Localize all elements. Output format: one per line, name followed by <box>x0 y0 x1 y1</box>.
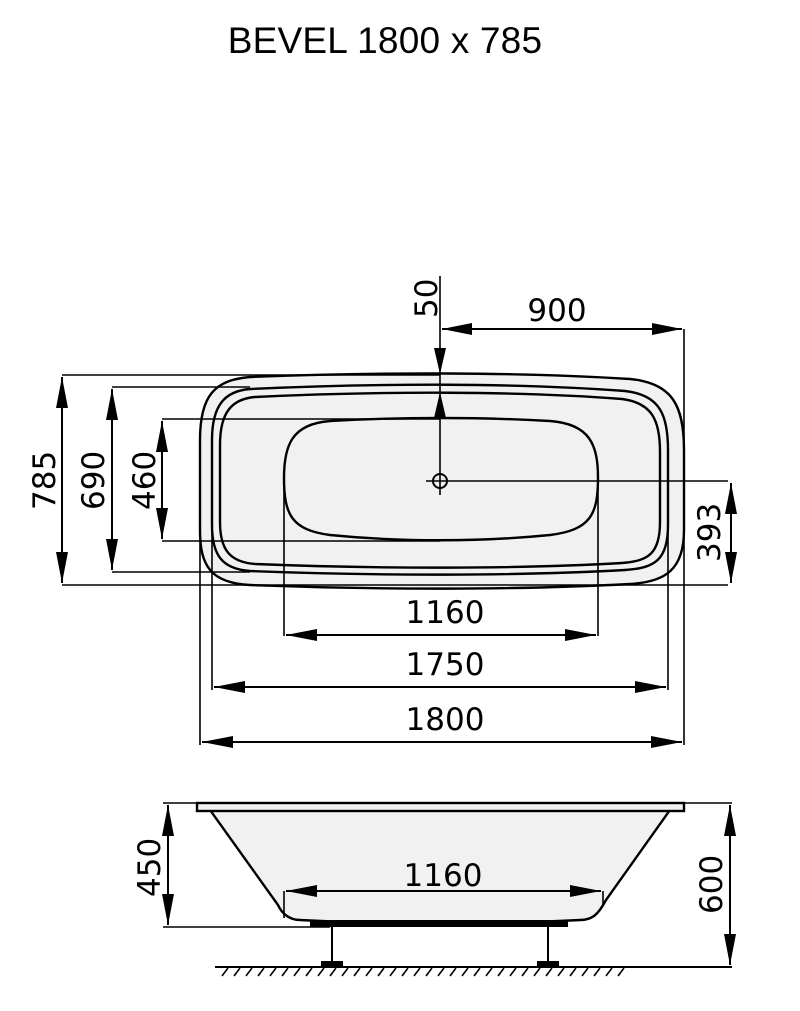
tub-rim-outline <box>210 383 670 576</box>
dim-drain-x: 900 <box>527 293 586 329</box>
dim-depth: 450 <box>132 838 168 897</box>
support-frame <box>310 920 568 927</box>
dim-bottom-length: 1160 <box>406 595 485 631</box>
dim-inner-rim-width: 690 <box>76 451 112 510</box>
side-view: 450 600 1160 <box>132 801 736 977</box>
tub-inner-rim-outline <box>218 391 662 569</box>
dim-total-height: 600 <box>694 855 730 914</box>
dim-inner-rim-length: 1750 <box>406 647 485 683</box>
drain-crosshair-icon <box>426 420 728 495</box>
dim-drain-from-rim: 50 <box>409 279 445 318</box>
drawing-title: BEVEL 1800 x 785 <box>227 20 543 61</box>
dim-drain-y: 393 <box>692 503 728 562</box>
floor-hatching <box>221 967 625 977</box>
dim-overall-length: 1800 <box>406 702 485 738</box>
tub-rim-plate <box>195 801 686 813</box>
dim-overall-width: 785 <box>27 451 63 510</box>
dim-side-bottom-length: 1160 <box>404 858 483 894</box>
dim-bottom-width: 460 <box>127 451 163 510</box>
top-view: 50 900 785 690 460 393 <box>27 276 737 748</box>
